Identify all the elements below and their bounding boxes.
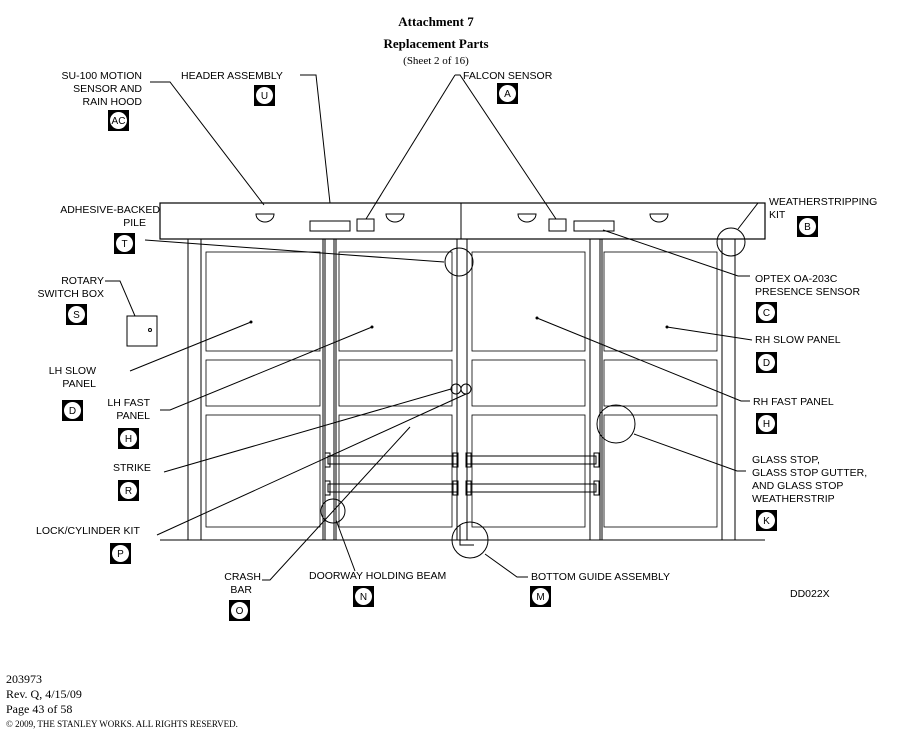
- label-bottom-guide: BOTTOM GUIDE ASSEMBLY: [531, 571, 670, 583]
- svg-text:C: C: [763, 308, 770, 319]
- sensor-hood-3: [517, 213, 537, 223]
- page-number: Page 43 of 58: [6, 702, 72, 716]
- svg-text:B: B: [804, 222, 811, 233]
- rh-slow-panel: [599, 238, 723, 541]
- strike-circle-b: [460, 383, 472, 395]
- badge-s: S: [66, 304, 87, 325]
- svg-text:S: S: [73, 310, 80, 321]
- label-lock: LOCK/CYLINDER KIT: [36, 525, 140, 537]
- badge-c: C: [756, 302, 777, 323]
- revision: Rev. Q, 4/15/09: [6, 687, 82, 701]
- label-rh-slow: RH SLOW PANEL: [755, 334, 841, 346]
- badge-a: A: [497, 83, 518, 104]
- svg-text:T: T: [121, 239, 127, 250]
- svg-text:R: R: [125, 486, 132, 497]
- svg-text:H: H: [125, 434, 132, 445]
- badge-u: U: [254, 85, 275, 106]
- badge-k: K: [756, 510, 777, 531]
- beam-detail-circle: [320, 498, 346, 524]
- crash-bars: [324, 452, 600, 496]
- svg-text:H: H: [763, 419, 770, 430]
- sheet-number: (Sheet 2 of 16): [403, 55, 469, 67]
- badge-ac: AC: [108, 110, 129, 131]
- bottom-guide-detail-circle: [451, 521, 489, 559]
- drawing-code: DD022X: [790, 588, 830, 600]
- footer: 203973 Rev. Q, 4/15/09 Page 43 of 58 © 2…: [6, 672, 238, 729]
- lh-slow-panel: [200, 238, 326, 541]
- falcon-sensor-right: [548, 218, 567, 232]
- label-strike: STRIKE: [113, 462, 151, 474]
- presence-sensor-right: [573, 220, 615, 232]
- badge-b: B: [797, 216, 818, 237]
- sensor-hood-right: [649, 213, 669, 223]
- badge-d-left: D: [62, 400, 83, 421]
- letter-badges: AC U A T B S C D D H H R K P O N M: [62, 83, 818, 621]
- svg-text:D: D: [69, 406, 76, 417]
- presence-sensor-left: [309, 220, 351, 232]
- badge-m: M: [530, 586, 551, 607]
- badge-o: O: [229, 600, 250, 621]
- doc-number: 203973: [6, 672, 42, 686]
- svg-text:A: A: [504, 89, 511, 100]
- svg-text:M: M: [536, 592, 544, 603]
- svg-text:P: P: [117, 549, 124, 560]
- lh-fast-panel: [333, 238, 458, 541]
- copyright: © 2009, THE STANLEY WORKS. ALL RIGHTS RE…: [6, 719, 238, 729]
- svg-text:AC: AC: [112, 116, 126, 127]
- badge-d-right: D: [756, 352, 777, 373]
- glass-stop-detail-circle: [596, 404, 636, 444]
- leader-lines: [105, 74, 762, 581]
- badge-r: R: [118, 480, 139, 501]
- label-holding-beam: DOORWAY HOLDING BEAM: [309, 570, 446, 582]
- badge-t: T: [114, 233, 135, 254]
- label-falcon: FALCON SENSOR: [463, 70, 553, 82]
- badge-h-right: H: [756, 413, 777, 434]
- rotary-switch-box: [126, 315, 158, 347]
- svg-text:N: N: [360, 592, 367, 603]
- badge-h-left: H: [118, 428, 139, 449]
- svg-text:U: U: [261, 91, 268, 102]
- badge-n: N: [353, 586, 374, 607]
- svg-text:O: O: [236, 606, 244, 617]
- pile-detail-circle: [444, 247, 474, 277]
- label-rh-fast: RH FAST PANEL: [753, 396, 834, 408]
- weatherstrip-detail-circle: [716, 227, 746, 257]
- svg-text:K: K: [763, 516, 770, 527]
- door-drawing: [126, 202, 766, 559]
- svg-text:D: D: [763, 358, 770, 369]
- label-header-assembly: HEADER ASSEMBLY: [181, 70, 283, 82]
- page-title: Attachment 7: [398, 14, 474, 29]
- page-subtitle: Replacement Parts: [383, 36, 488, 51]
- header-box: [159, 202, 766, 240]
- label-glass-stop: GLASS STOP,GLASS STOP GUTTER,AND GLASS S…: [752, 454, 867, 505]
- falcon-sensor-left: [356, 218, 375, 232]
- rh-fast-panel: [466, 238, 591, 541]
- strike-circle-a: [450, 383, 462, 395]
- badge-p: P: [110, 543, 131, 564]
- sensor-hood-left: [255, 213, 275, 223]
- sensor-hood-2: [385, 213, 405, 223]
